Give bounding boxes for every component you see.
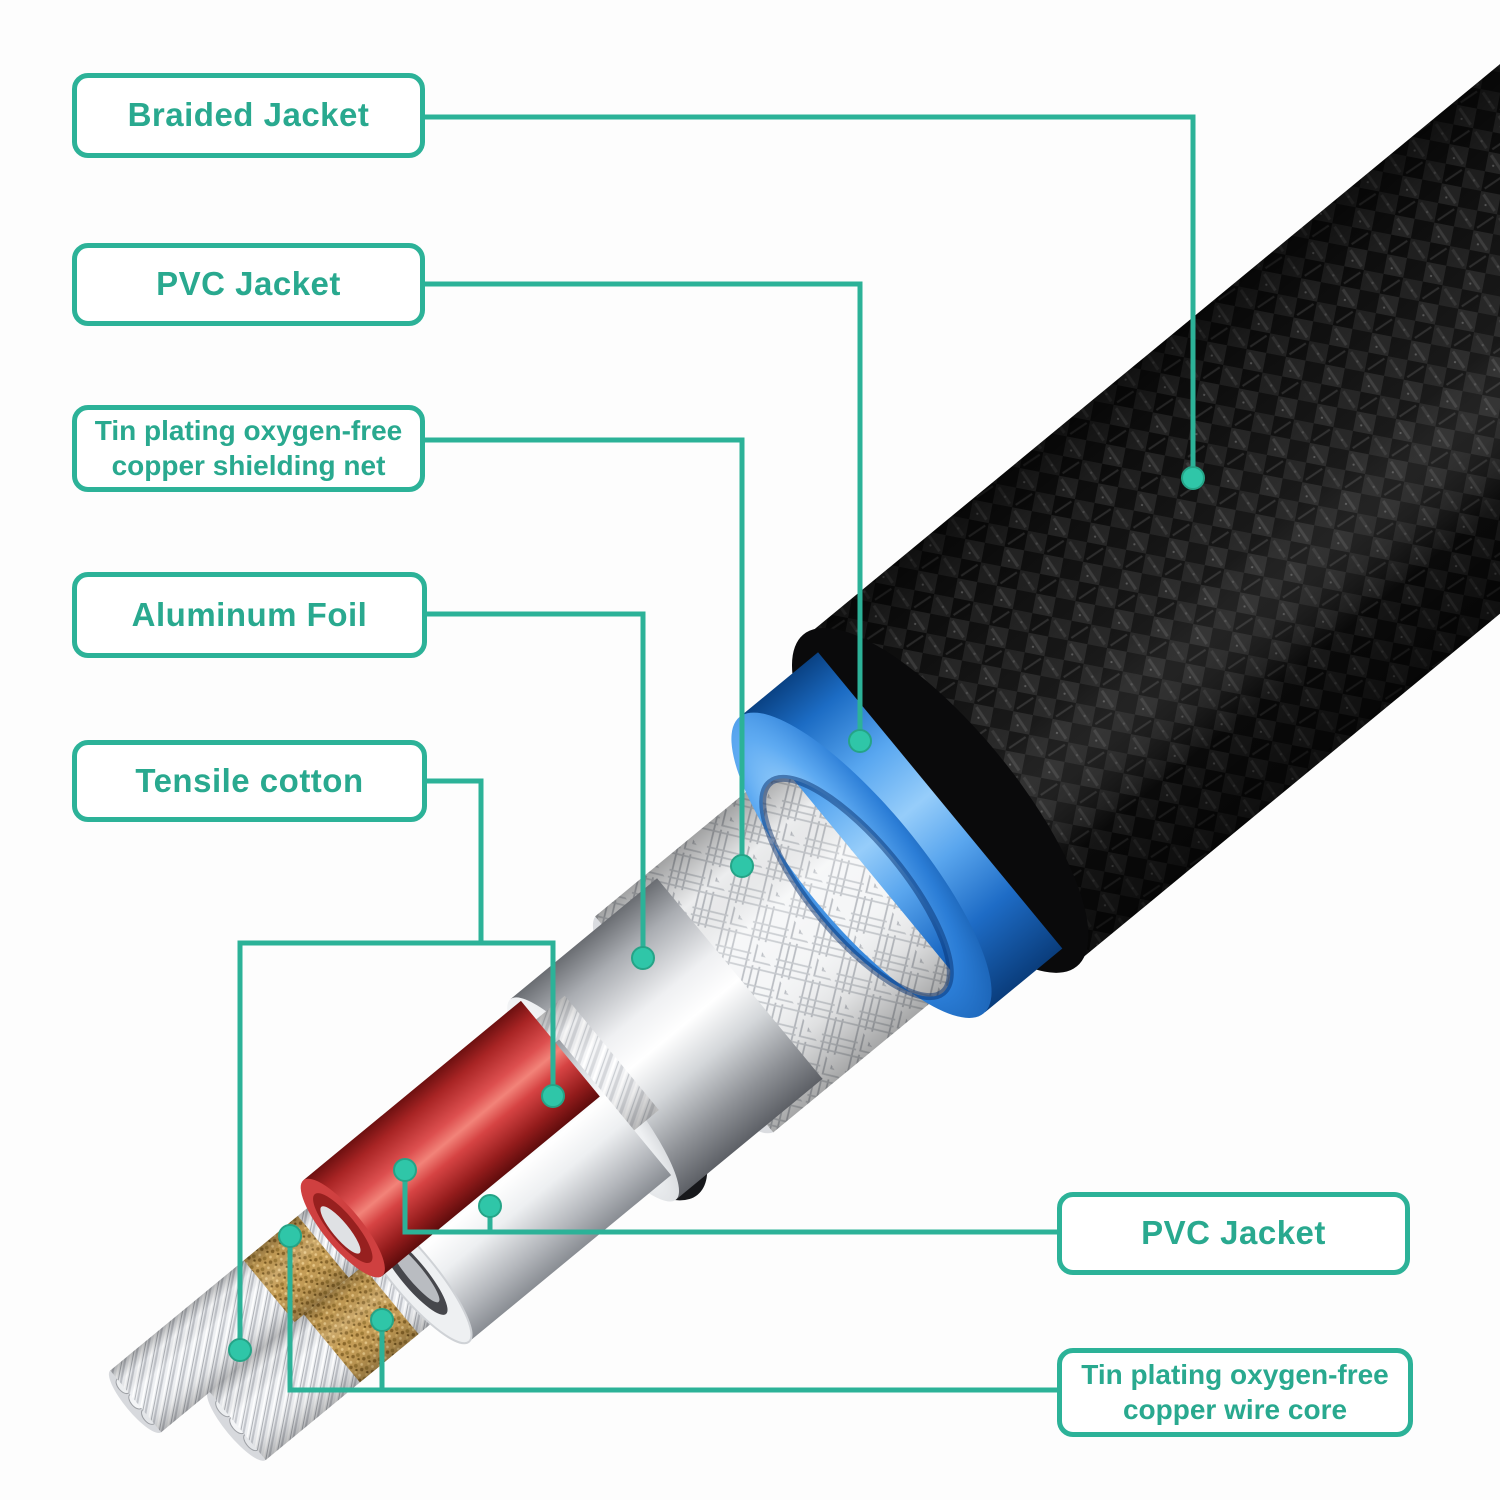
dot-shielding-net: [730, 854, 754, 878]
callout-label: Aluminum Foil: [131, 595, 368, 633]
dot-aluminum-foil: [631, 946, 655, 970]
leader-aluminum-foil: [424, 611, 646, 961]
dot-pvc-red-wire: [393, 1158, 417, 1182]
dot-copper-core-right: [370, 1308, 394, 1332]
callout-copper-wire-core: Tin plating oxygen-free copper wire core: [1057, 1348, 1413, 1437]
dot-tensile-cotton-lower: [228, 1338, 252, 1362]
callout-label: PVC Jacket: [156, 265, 341, 303]
callout-shielding-net: Tin plating oxygen-free copper shielding…: [72, 405, 425, 492]
callout-label: Braided Jacket: [127, 96, 370, 134]
leader-dots: [228, 466, 1205, 1362]
callout-label-line2: copper shielding net: [111, 449, 386, 481]
dot-copper-core-left: [278, 1224, 302, 1248]
callout-braided-jacket: Braided Jacket: [72, 73, 425, 158]
leader-pvc-jacket-left: [422, 281, 863, 744]
leader-tensile-cotton: [237, 778, 556, 1353]
callout-label-line1: Tin plating oxygen-free: [94, 415, 403, 447]
dot-pvc-white-wire: [478, 1194, 502, 1218]
callout-label-line1: Tin plating oxygen-free: [1081, 1359, 1389, 1391]
leader-shielding-net: [422, 437, 745, 869]
callout-label-line2: copper wire core: [1122, 1393, 1348, 1425]
callout-label: Tensile cotton: [135, 761, 364, 799]
dot-pvc-jacket-left: [848, 729, 872, 753]
dot-tensile-cotton-upper: [541, 1084, 565, 1108]
callout-pvc-jacket-left: PVC Jacket: [72, 243, 425, 326]
pvc-jacket-blue-layer: [731, 652, 1063, 1018]
leader-braided-jacket: [422, 114, 1196, 481]
callout-aluminum-foil: Aluminum Foil: [72, 572, 427, 658]
callout-label: PVC Jacket: [1141, 1214, 1326, 1252]
dot-braided-jacket: [1181, 466, 1205, 490]
callout-pvc-jacket-right: PVC Jacket: [1057, 1192, 1410, 1275]
callout-tensile-cotton: Tensile cotton: [72, 740, 427, 822]
